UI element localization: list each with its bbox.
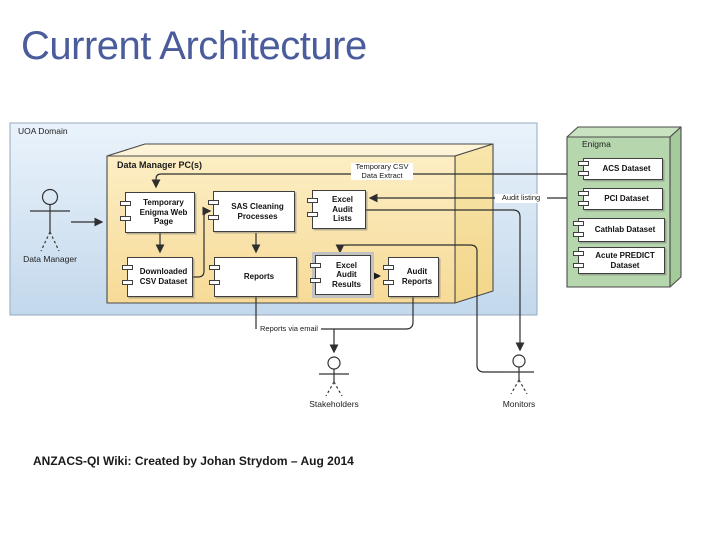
- actor-data-manager-figure: [30, 188, 70, 252]
- actor-label-stakeholders: Stakeholders: [309, 399, 359, 409]
- component-downloaded-csv-dataset: Downloaded CSV Dataset: [122, 257, 193, 297]
- component-label: Excel Audit Results: [332, 260, 361, 289]
- component-icon: [120, 201, 131, 206]
- component-icon: [578, 201, 589, 206]
- component-icon: [307, 198, 318, 203]
- component-icon: [578, 191, 589, 196]
- component-icon: [307, 212, 318, 217]
- component-icon: [208, 215, 219, 220]
- actor-stakeholders-figure: [319, 356, 349, 397]
- actor-monitors-figure: [504, 354, 534, 395]
- component-icon: [383, 280, 394, 285]
- component-icon: [573, 263, 584, 268]
- component-icon: [383, 265, 394, 270]
- component-label: SAS Cleaning Processes: [231, 201, 284, 221]
- component-excel-audit-results: Excel Audit Results: [310, 255, 371, 295]
- component-icon: [209, 265, 220, 270]
- component-icon: [310, 278, 321, 283]
- component-acs-dataset: ACS Dataset: [578, 158, 663, 180]
- component-icon: [209, 280, 220, 285]
- component-icon: [573, 221, 584, 226]
- component-icon: [573, 251, 584, 256]
- component-label: Downloaded CSV Dataset: [139, 267, 188, 286]
- component-sas-cleaning-processes: SAS Cleaning Processes: [208, 191, 295, 232]
- connector-monitors-to-results: [335, 244, 504, 373]
- component-icon: [578, 161, 589, 166]
- component-icon: [578, 171, 589, 176]
- pc-node-label: Data Manager PC(s): [117, 160, 203, 170]
- component-pci-dataset: PCI Dataset: [578, 188, 663, 210]
- component-audit-reports: Audit Reports: [383, 257, 439, 297]
- component-icon: [208, 200, 219, 205]
- actor-label-data-manager: Data Manager: [23, 254, 77, 264]
- component-excel-audit-lists: Excel Audit Lists: [307, 190, 366, 229]
- connector-lists-to-monitors: [366, 209, 525, 352]
- slide-footer: ANZACS-QI Wiki: Created by Johan Strydom…: [33, 454, 354, 468]
- component-icon: [120, 216, 131, 221]
- connector-label-temp-csv-extract: Temporary CSV Data Extract: [351, 162, 413, 181]
- component-icon: [122, 280, 133, 285]
- component-label: Audit Reports: [401, 267, 433, 286]
- component-label: Cathlab Dataset: [594, 225, 656, 235]
- connector-temp-csv-extract: [151, 173, 567, 189]
- component-icon: [573, 232, 584, 237]
- actor-label-monitors: Monitors: [502, 399, 536, 409]
- component-reports: Reports: [209, 257, 297, 297]
- component-icon: [310, 263, 321, 268]
- slide-title: Current Architecture: [21, 24, 367, 68]
- component-label: Temporary Enigma Web Page: [139, 198, 188, 227]
- connector-label-audit-listing: Audit listing: [495, 193, 547, 203]
- component-temporary-enigma-web-page: Temporary Enigma Web Page: [120, 192, 195, 233]
- uoa-domain-label: UOA Domain: [18, 126, 68, 136]
- connector-label-reports-via-email: Reports via email: [257, 324, 321, 334]
- component-acute-predict-dataset: Acute PREDICT Dataset: [573, 247, 665, 274]
- enigma-node-label: Enigma: [582, 139, 611, 149]
- connector-auditreports-to-email: [318, 297, 414, 330]
- component-label: Excel Audit Lists: [332, 195, 353, 224]
- component-cathlab-dataset: Cathlab Dataset: [573, 218, 665, 242]
- component-label: Reports: [243, 272, 275, 282]
- component-label: PCI Dataset: [604, 194, 649, 204]
- connector-csv-to-sas: [193, 206, 212, 278]
- component-label: ACS Dataset: [602, 164, 651, 174]
- component-icon: [122, 265, 133, 270]
- component-label: Acute PREDICT Dataset: [595, 250, 655, 270]
